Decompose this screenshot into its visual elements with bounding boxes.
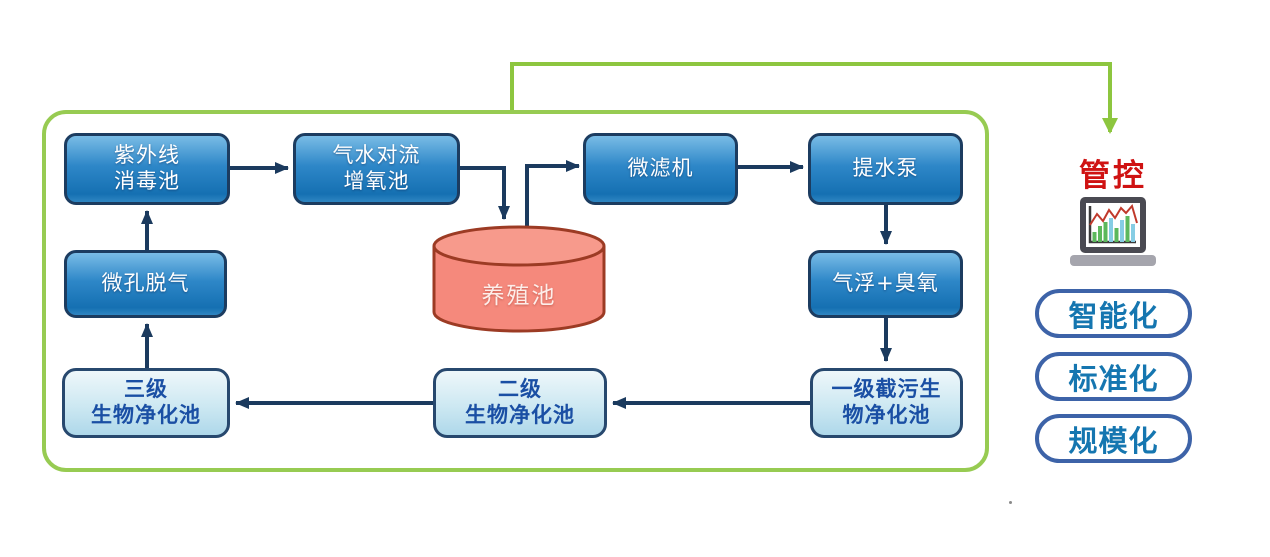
arrow-boundary-to-control (510, 62, 1118, 134)
chart-line (1089, 203, 1138, 226)
node-label: 生物净化池 (465, 403, 575, 427)
breeding-pond-cylinder (432, 225, 606, 333)
node-label: 物净化池 (842, 403, 931, 427)
pill-standardized: 标准化 (1035, 352, 1192, 401)
chart-bar (1131, 224, 1135, 242)
cylinder-top (432, 225, 606, 267)
node-label: 紫外线 (114, 143, 180, 168)
control-title: 管控 (1079, 158, 1147, 194)
chart-bar (1109, 218, 1113, 242)
node-tertiary-bio-pool: 三级 生物净化池 (62, 368, 230, 438)
pill-label: 智能化 (1068, 298, 1159, 333)
pill-label: 标准化 (1068, 361, 1159, 396)
cylinder-body (432, 246, 606, 333)
pill-scaled: 规模化 (1035, 414, 1192, 463)
node-label: 生物净化池 (91, 403, 201, 427)
node-uv-disinfection-pool: 紫外线 消毒池 (64, 133, 230, 205)
node-label: 气水对流 (332, 143, 421, 168)
chart-bar (1103, 222, 1108, 242)
node-label: 提水泵 (852, 156, 919, 181)
node-micropore-degassing: 微孔脱气 (64, 250, 227, 318)
chart-bar (1120, 220, 1124, 242)
node-gas-water-aeration-pool: 气水对流 增氧池 (293, 133, 460, 205)
laptop-chart-icon (1070, 197, 1156, 266)
node-label: 三级 (124, 377, 168, 402)
chart-bar (1092, 232, 1097, 242)
arrow-pond-to-microfilter (525, 160, 580, 232)
node-label: 增氧池 (343, 169, 410, 193)
chart-bar (1125, 216, 1130, 242)
system-boundary (42, 110, 989, 472)
node-flotation-ozone: 气浮+臭氧 (808, 250, 963, 318)
node-label: 微孔脱气 (101, 271, 190, 296)
node-label: 气浮+臭氧 (832, 271, 939, 296)
breeding-pond-label: 养殖池 (481, 283, 557, 309)
node-water-pump: 提水泵 (808, 133, 963, 205)
chart-bar (1114, 228, 1119, 242)
laptop-base (1070, 255, 1156, 266)
node-label: 消毒池 (114, 169, 180, 193)
pill-intelligent: 智能化 (1035, 289, 1192, 338)
pill-label: 规模化 (1068, 423, 1159, 458)
node-label: 二级 (498, 377, 542, 402)
node-secondary-bio-pool: 二级 生物净化池 (433, 368, 607, 438)
chart-bar (1098, 226, 1102, 242)
node-primary-interception-bio-pool: 一级截污生 物净化池 (810, 368, 963, 438)
arrow-aeration-to-pond (460, 166, 510, 220)
node-label: 微滤机 (627, 156, 694, 181)
stray-dot (1009, 501, 1012, 504)
node-microfilter: 微滤机 (583, 133, 738, 205)
node-label: 一级截污生 (831, 377, 942, 402)
